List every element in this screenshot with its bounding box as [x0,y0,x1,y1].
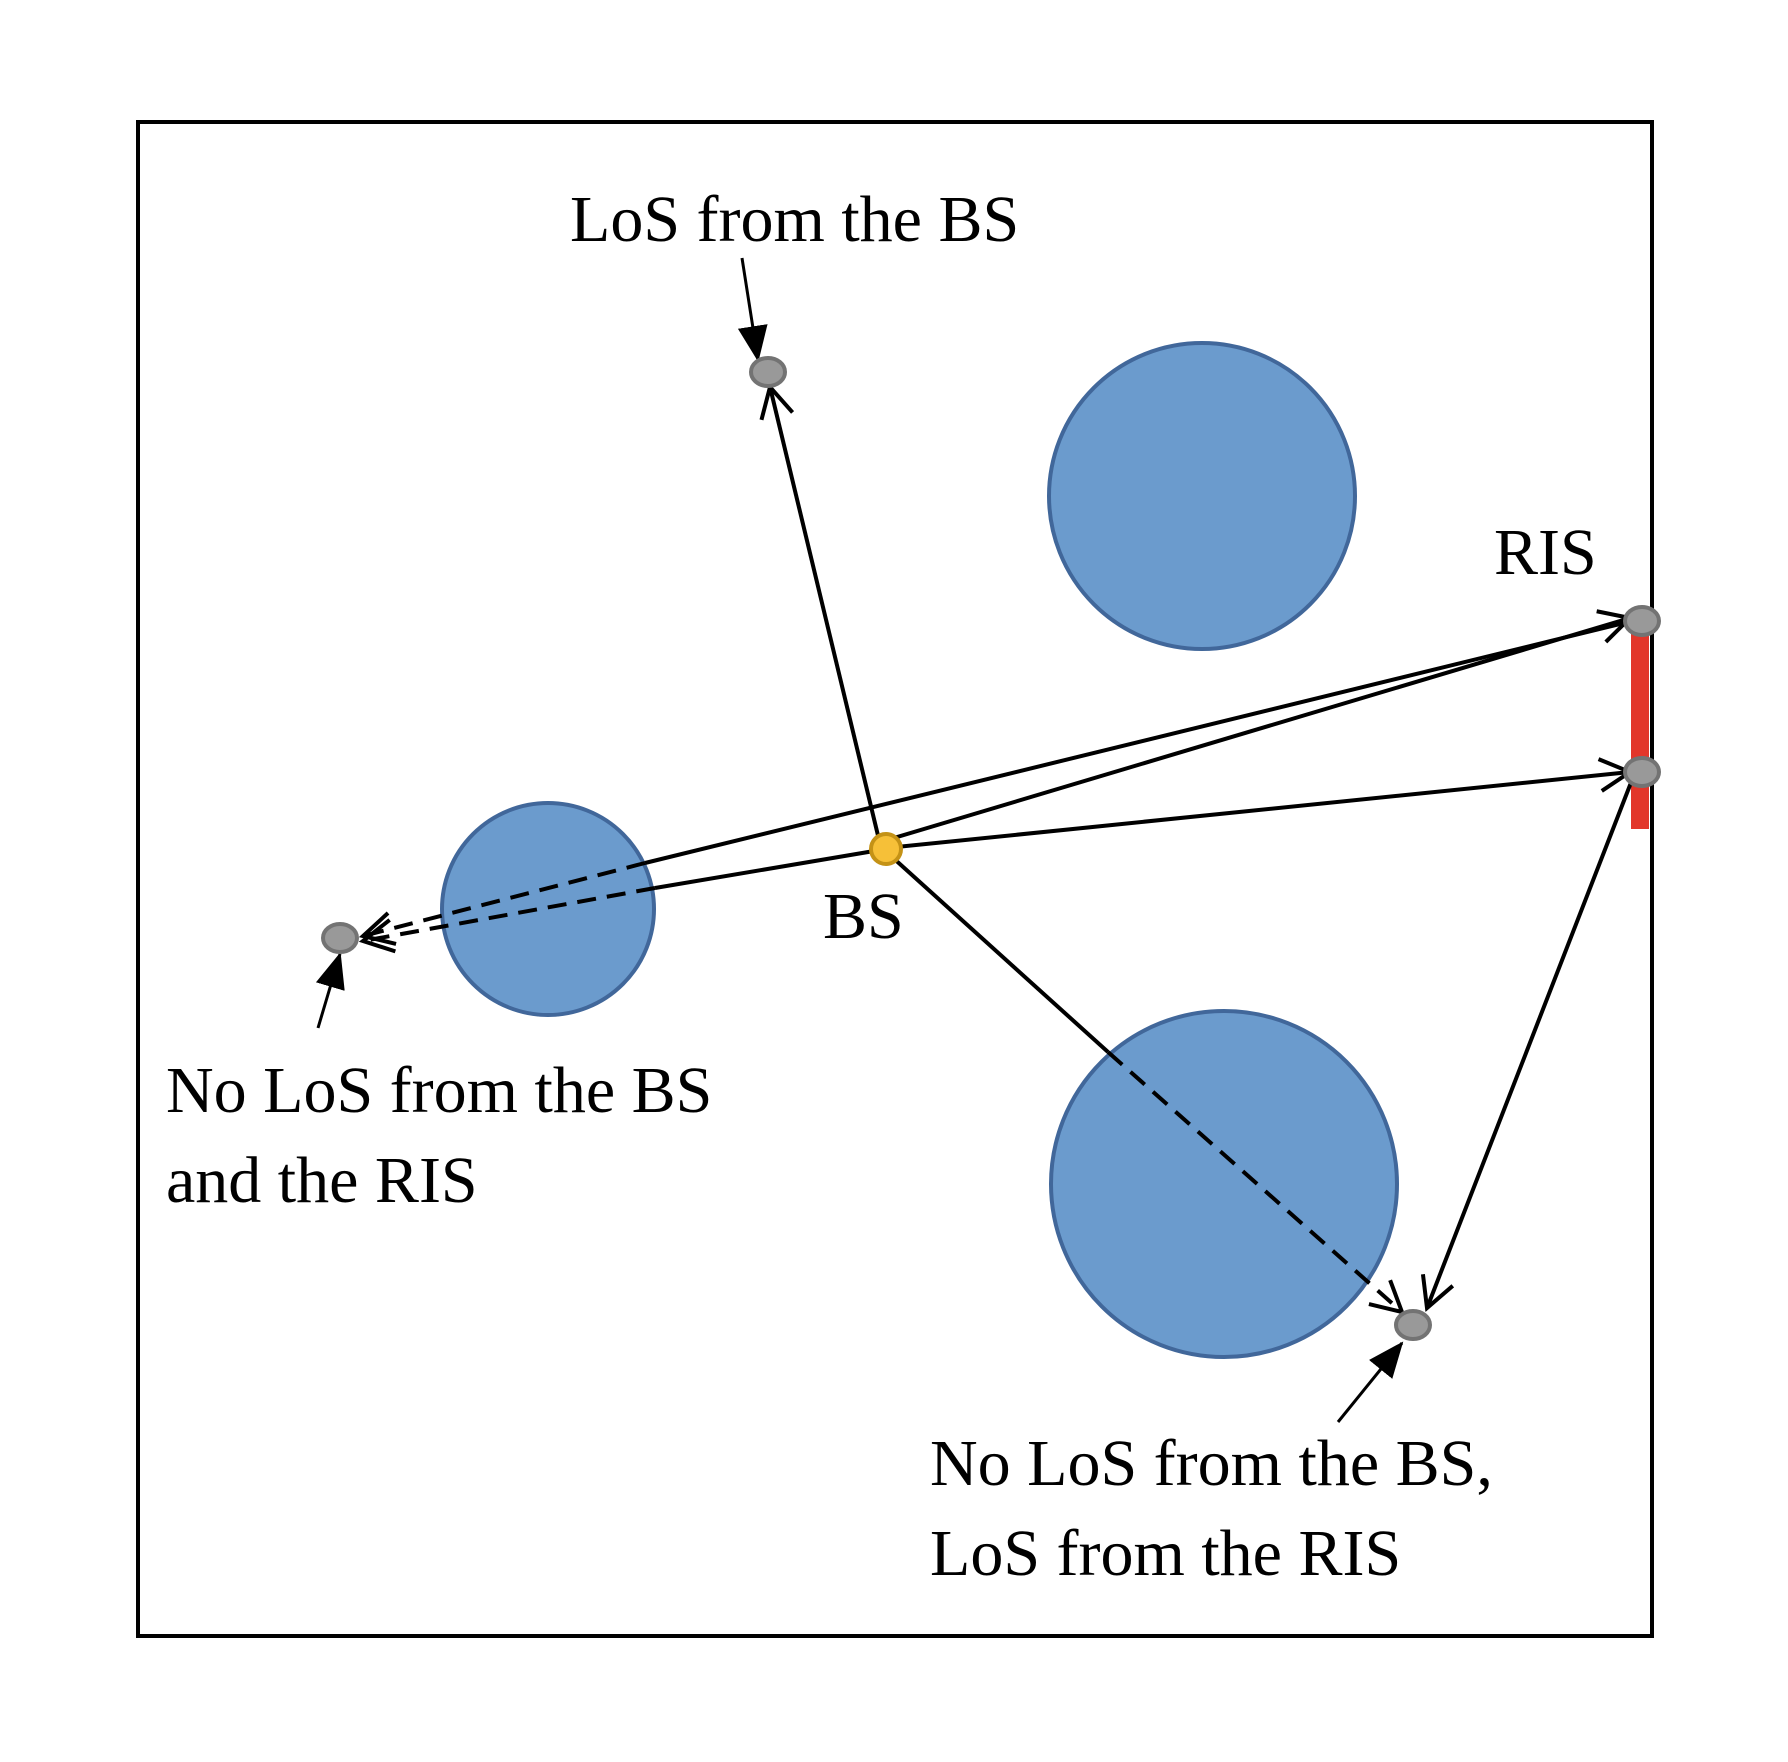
label-pointers [315,257,1404,1423]
label-ris: RIS [1494,516,1597,589]
label-bs: BS [823,880,904,953]
obstacle-left [440,801,656,1017]
ris-top-to-left-obstacle-link [644,620,1629,865]
blocked-ris-path-left [363,861,646,936]
label-nolos-both-line2: and the RIS [166,1144,478,1217]
label-nolos-both-line1: No LoS from the BS [166,1054,712,1127]
label-los-from-bs: LoS from the BS [570,183,1019,256]
bs-to-ris-bottom-link [886,772,1630,850]
bs-to-bottom-obstacle-link [889,854,1110,1054]
user-nolos-both-node [321,922,359,954]
user-los-node [749,356,787,388]
bs-node [869,832,903,866]
blocked-bs-path-left [363,886,656,941]
obstacle-top-right [1047,341,1357,651]
label-nolos-bs-line2: LoS from the RIS [930,1517,1401,1590]
scene-frame [136,120,1654,1638]
ris-element-top-node [1623,605,1661,637]
pointer-nolos-both-user [315,952,345,1029]
ris-bottom-to-nolos-bs-user-link [1427,779,1634,1308]
links-solid [644,387,1634,1308]
blocked-bs-path-bottom [1106,1050,1402,1312]
user-nolos-bs-node [1394,1309,1432,1341]
ris-surface [1631,633,1649,829]
pointer-nolos-bs-user [1336,1341,1404,1423]
links-blocked [363,861,1402,1312]
bs-to-ris-top-link [886,618,1630,842]
bs-to-left-obstacle-link [654,848,881,890]
label-nolos-bs-line1: No LoS from the BS, [930,1427,1493,1500]
obstacle-bottom-right [1049,1009,1399,1359]
bs-to-los-user-link [770,387,883,849]
pointer-los-user [737,257,768,362]
ris-element-bottom-node [1623,756,1661,788]
